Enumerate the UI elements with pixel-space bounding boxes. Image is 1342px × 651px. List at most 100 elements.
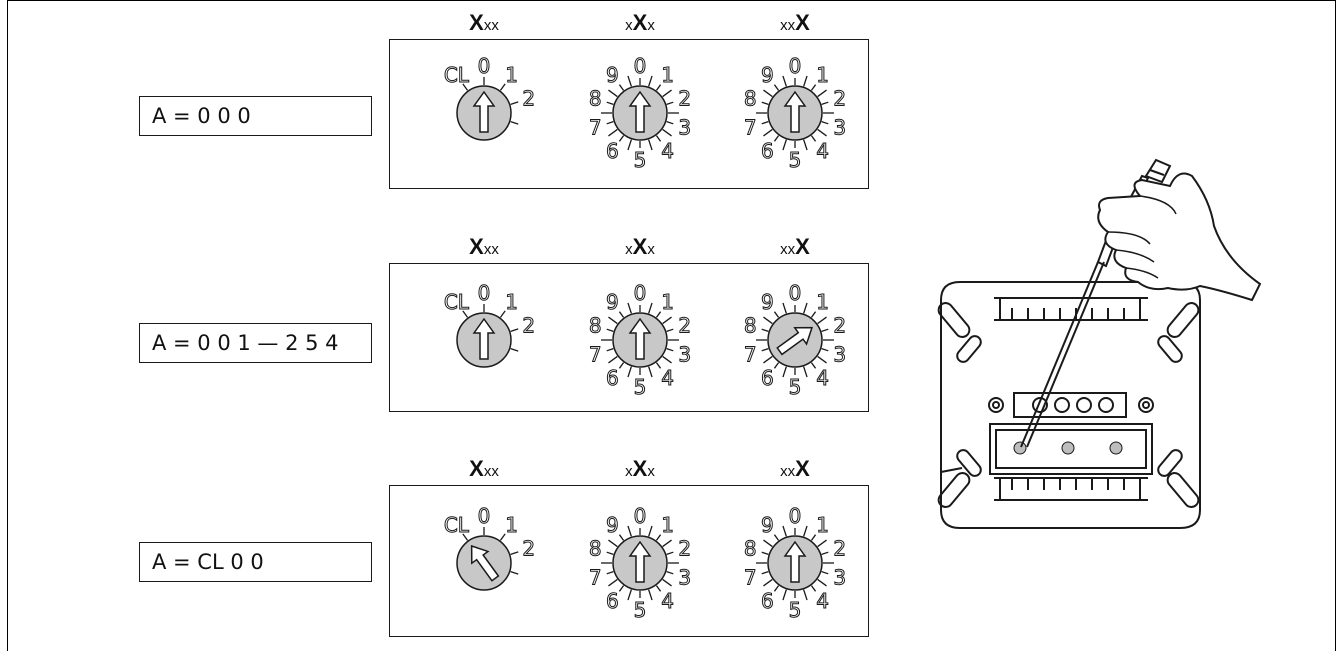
dial-tick	[648, 139, 653, 151]
dial-tick	[773, 585, 780, 592]
dial-tick	[666, 348, 674, 352]
dial-label: 1	[816, 290, 829, 314]
dial-label: 1	[816, 63, 829, 87]
dial-tick	[803, 302, 808, 314]
dial-tick	[662, 578, 672, 587]
dial-label: 7	[744, 116, 757, 140]
column-header: Xxx	[469, 234, 499, 259]
dial-arrow-icon	[472, 317, 496, 360]
dial-tick	[761, 571, 769, 575]
dial-label: 5	[789, 148, 802, 172]
dial-tick	[510, 328, 519, 332]
dial-arrow-icon	[470, 544, 500, 582]
dial-tick	[666, 571, 674, 575]
dial-tick	[662, 89, 672, 98]
dial-tick	[761, 328, 769, 332]
dial-label: 4	[661, 366, 674, 390]
base-plate	[940, 281, 1201, 529]
dial-tick	[510, 121, 519, 125]
dial-tick	[821, 348, 829, 352]
dial-label: 5	[634, 148, 647, 172]
dial-tick	[773, 362, 780, 369]
dial-tick	[608, 316, 618, 325]
dial-label: 8	[589, 536, 602, 560]
dial-tick	[627, 139, 632, 151]
dial-tick	[763, 355, 773, 364]
dial-label: 8	[744, 86, 757, 110]
address-box-clear: A = CL 0 0	[139, 542, 372, 582]
dial-tick	[648, 302, 653, 314]
dial-tick	[782, 302, 787, 314]
dial-label: 0	[789, 281, 802, 305]
dial-label: 9	[761, 63, 774, 87]
dial-tick	[782, 139, 787, 151]
dial-label: 5	[634, 598, 647, 622]
dial-label: 6	[606, 589, 619, 613]
dial-tick	[618, 362, 625, 369]
dial-tick	[773, 135, 780, 142]
column-header: xXx	[625, 456, 655, 481]
dial-arrow-icon	[776, 326, 814, 356]
dial-tick	[462, 310, 469, 318]
dial-tick	[608, 128, 618, 137]
dial-tick	[648, 589, 653, 601]
dial-tick	[782, 75, 787, 87]
dial-label: 2	[522, 313, 535, 337]
dial-label: 1	[661, 63, 674, 87]
dial-tick	[627, 75, 632, 87]
dial-label: 8	[744, 536, 757, 560]
dial-tick	[763, 89, 773, 98]
dial-tick	[803, 589, 808, 601]
dial-tick	[627, 366, 632, 378]
dial-tick	[666, 551, 674, 555]
dial-tick	[810, 362, 817, 369]
dial-label: 3	[833, 343, 846, 367]
dial-label: 1	[816, 513, 829, 537]
dial-label: 9	[761, 513, 774, 537]
dial-tick	[817, 128, 827, 137]
dial-tick	[821, 101, 829, 105]
dial-tick	[462, 83, 469, 91]
column-header: xXx	[625, 10, 655, 35]
dial-label: 8	[589, 86, 602, 110]
dial-tick	[655, 84, 662, 91]
dial-label: CL	[444, 290, 470, 314]
dial-tick	[782, 366, 787, 378]
dial-tick	[761, 551, 769, 555]
dial-tick	[618, 534, 625, 541]
dial-tick	[608, 89, 618, 98]
dial-arrow-icon	[472, 90, 496, 133]
dial-tick	[782, 589, 787, 601]
dial-label: 6	[761, 589, 774, 613]
dial-tick	[810, 534, 817, 541]
dial-tick	[627, 302, 632, 314]
address-box-range: A = 0 0 1 — 2 5 4	[139, 323, 372, 363]
dial-tick	[606, 101, 614, 105]
dial-tick	[761, 121, 769, 125]
dial-label: CL	[444, 63, 470, 87]
column-header: xxX	[780, 456, 810, 481]
dial-tick	[666, 328, 674, 332]
dial-tick	[782, 525, 787, 537]
dial-tick	[655, 585, 662, 592]
column-header: Xxx	[469, 10, 499, 35]
column-header: Xxx	[469, 456, 499, 481]
dial-label: 2	[833, 86, 846, 110]
dial-label: 7	[589, 116, 602, 140]
dial-tick	[606, 328, 614, 332]
dial-label: 1	[505, 513, 518, 537]
dial-label: 0	[634, 54, 647, 78]
dial-tick	[821, 571, 829, 575]
dial-tick	[810, 84, 817, 91]
dial-label: 8	[744, 313, 757, 337]
dial-label: 0	[634, 504, 647, 528]
dial-tick	[606, 551, 614, 555]
dial-label: 2	[522, 86, 535, 110]
dial-tick	[627, 525, 632, 537]
dial-label: 3	[678, 343, 691, 367]
